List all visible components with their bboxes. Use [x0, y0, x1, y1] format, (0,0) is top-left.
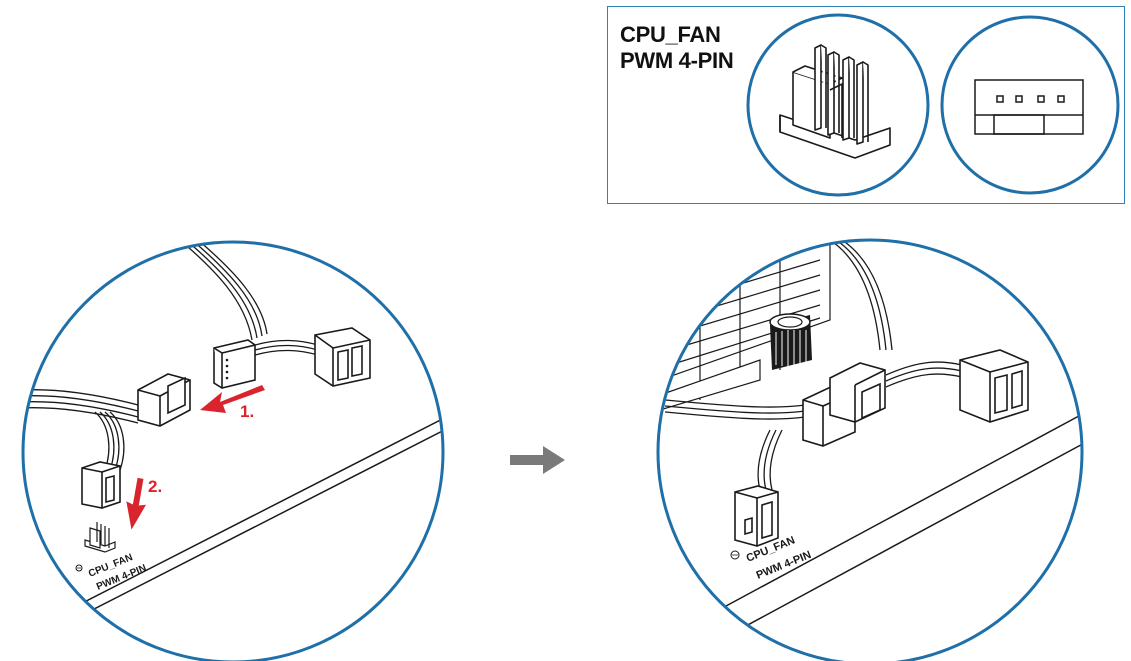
- legend-title: CPU_FAN PWM 4-PIN: [620, 22, 734, 74]
- step2-label: 2.: [148, 477, 162, 496]
- legend-header-type: PWM 4-PIN: [620, 48, 734, 73]
- next-step-arrow: [510, 446, 565, 474]
- step1-label: 1.: [240, 402, 254, 421]
- header-top-view: [940, 15, 1120, 195]
- step1-illustration: 1. 2. CPU_FAN PWM 4-PIN: [21, 240, 445, 661]
- header-3d-view: [746, 13, 930, 197]
- step2-illustration: CPU_FAN PWM 4-PIN: [656, 238, 1084, 661]
- fan-hub: [769, 313, 812, 370]
- legend-header-label: CPU_FAN: [620, 22, 721, 47]
